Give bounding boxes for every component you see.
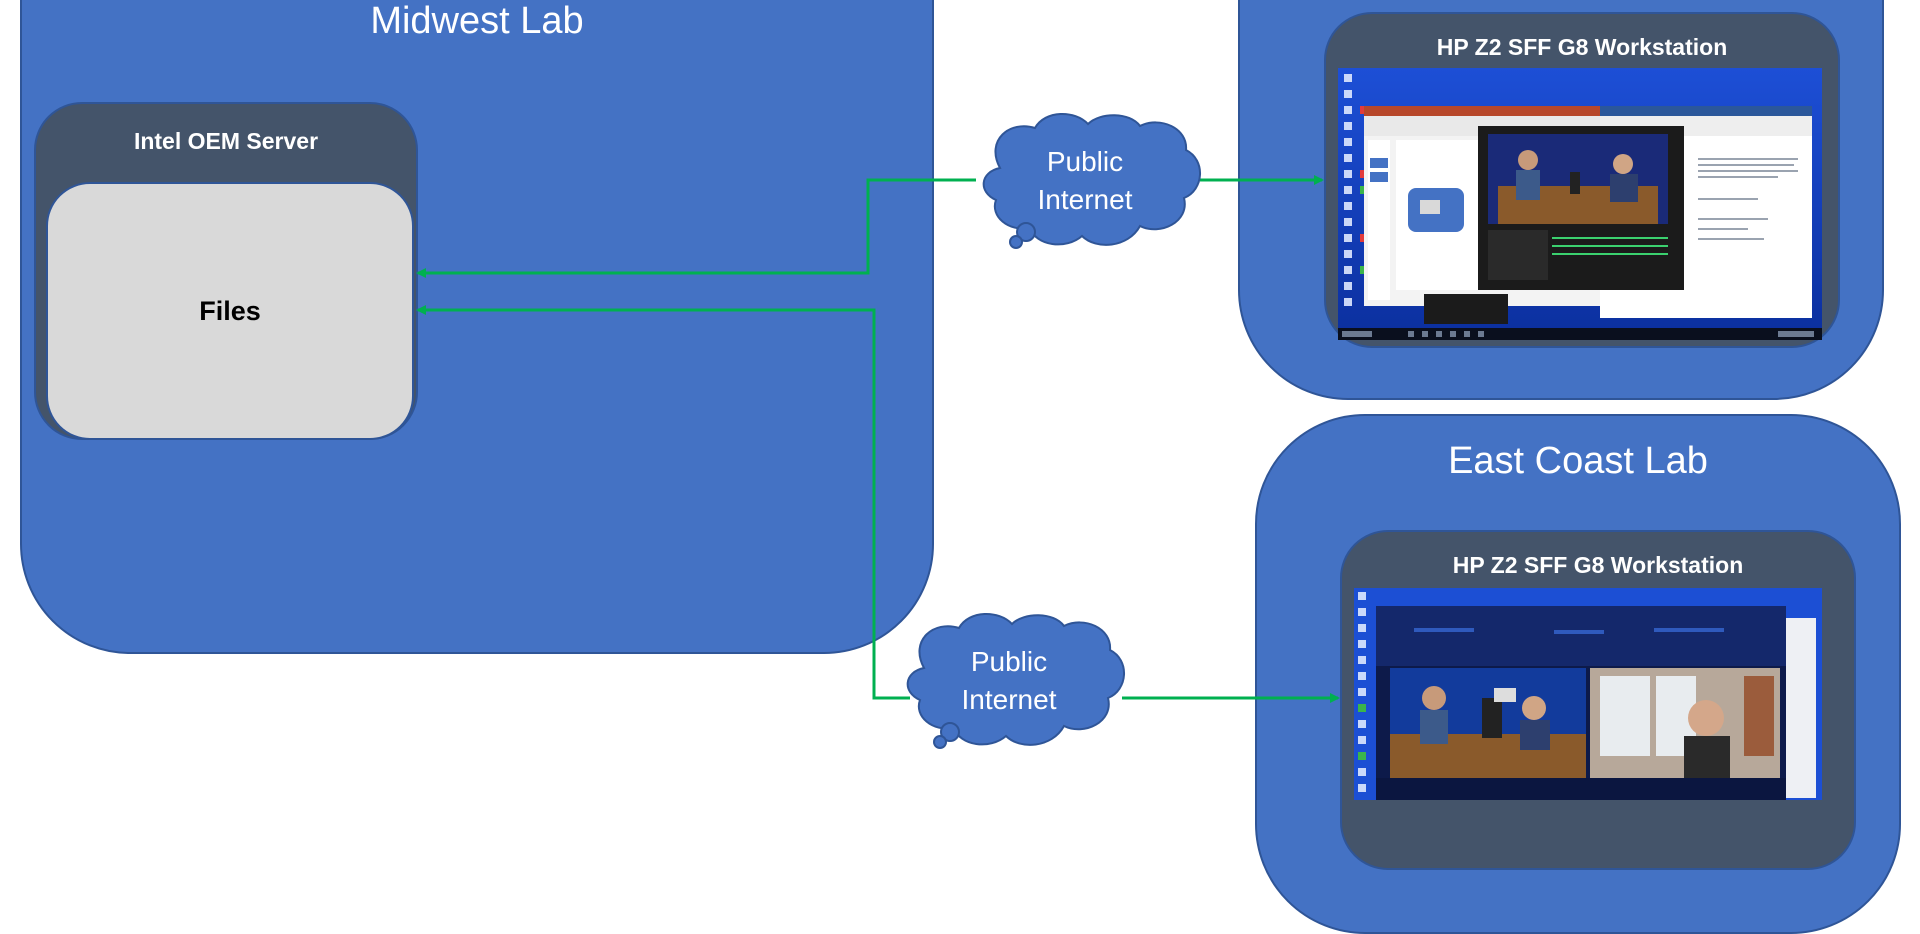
connector-cloud-top-to-server (416, 178, 976, 278)
east-coast-lab-title: East Coast Lab (1448, 440, 1708, 482)
workstation-bottom-screen (1354, 588, 1822, 800)
connector-overlay (416, 112, 1340, 749)
desktop-screenshot-bottom (1354, 588, 1822, 800)
cloud-top-label: Public Internet (1010, 143, 1160, 219)
cloud-bottom-line1: Public (970, 646, 1048, 677)
cloud-bottom-label: Public Internet (934, 643, 1084, 719)
intel-oem-server-title: Intel OEM Server (133, 128, 319, 154)
workstation-bottom-title: HP Z2 SFF G8 Workstation (1452, 552, 1744, 578)
desktop-screenshot-top (1338, 68, 1822, 340)
files-box: Files (46, 182, 414, 440)
workstation-top-screen (1338, 68, 1822, 340)
cloud-top-line2: Internet (1037, 184, 1133, 215)
workstation-top-title: HP Z2 SFF G8 Workstation (1436, 34, 1728, 60)
cloud-bottom-shape (906, 612, 1125, 749)
cloud-top-shape (982, 112, 1201, 249)
connector-cloud-bottom-to-server (416, 305, 910, 700)
cloud-top-line1: Public (1046, 146, 1124, 177)
midwest-lab-title: Midwest Lab (370, 0, 584, 42)
cloud-bottom-line2: Internet (961, 684, 1057, 715)
files-label: Files (199, 295, 261, 326)
